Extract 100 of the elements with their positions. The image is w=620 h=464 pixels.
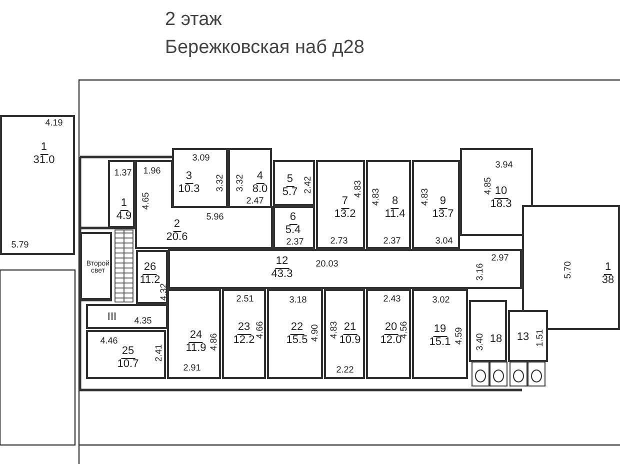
room-area: 11.4: [384, 208, 406, 220]
room-area: 10.3: [178, 182, 200, 194]
room-number: 4: [256, 170, 264, 184]
dimension-label: 4.65: [142, 192, 150, 210]
title: 2 этаж: [165, 10, 222, 29]
dimension-label: 4.46: [100, 336, 118, 346]
room: [86, 330, 166, 379]
room-number: 12: [274, 256, 290, 268]
room-number: 23: [236, 322, 252, 334]
dimension-label: 4.32: [160, 283, 168, 301]
dimension-label: 4.90: [310, 324, 320, 342]
address-label: Бережковская наб д28: [165, 38, 364, 57]
room: [135, 160, 273, 249]
room: [222, 289, 266, 379]
room-area: 10.9: [339, 334, 361, 346]
dimension-label: 4.59: [454, 327, 464, 345]
room-area: 20.6: [166, 230, 188, 242]
dimension-label: 2.41: [154, 344, 164, 362]
dimension-label: 3.40: [476, 333, 484, 351]
room-area: 12.0: [380, 334, 402, 346]
room-number: 19: [432, 324, 448, 336]
room-number: 9: [438, 196, 448, 208]
dimension-label: 4.83: [420, 188, 430, 206]
dimension-label: 3.32: [236, 174, 244, 192]
room-number: 22: [290, 322, 304, 334]
room: [267, 289, 323, 379]
dimension-label: 4.86: [210, 333, 218, 351]
room-number: 6: [288, 212, 298, 224]
room-area: 10.7: [117, 358, 139, 370]
dimension-label: 2.47: [246, 196, 264, 206]
room-area: 12.2: [233, 334, 255, 346]
room: [324, 289, 365, 379]
room: [273, 206, 315, 249]
dimension-label: 2.97: [491, 254, 509, 262]
room-number: 10: [494, 186, 508, 198]
dimension-label: 2.22: [336, 366, 354, 374]
room-number: 3: [184, 170, 194, 184]
room-number: 1: [40, 142, 48, 154]
room: [508, 310, 548, 362]
room-area: 15.1: [429, 336, 451, 348]
dimension-label: 4.83: [330, 321, 338, 339]
room: [469, 300, 507, 362]
dimension-label: 4.19: [45, 118, 63, 128]
dimension-label: 5.70: [564, 261, 572, 279]
dimension-label: 2.51: [236, 294, 254, 304]
dimension-label: 4.35: [134, 316, 152, 326]
room: [167, 289, 221, 379]
dimension-label: 4.56: [400, 321, 408, 339]
room-number: 7: [340, 196, 350, 208]
corridor: [168, 249, 522, 289]
room-number: 18: [490, 333, 502, 346]
room-area: 43.3: [271, 268, 293, 280]
room: [273, 160, 315, 206]
room-area: 13.7: [432, 208, 454, 220]
dimension-label: 20.03: [316, 260, 338, 268]
dimension-label: 2.43: [383, 294, 401, 304]
room: [172, 148, 228, 208]
room: [460, 148, 533, 236]
stairwell: [522, 205, 620, 330]
room: [136, 250, 168, 304]
room-number: 13: [516, 331, 530, 344]
room: [108, 160, 135, 228]
dimension-label: 5.79: [11, 240, 29, 250]
room-number: III: [107, 311, 117, 324]
dimension-label: 1.51: [536, 329, 544, 347]
room-area: 5.4: [285, 224, 301, 236]
dimension-label: 2.91: [183, 364, 201, 372]
room-area: 11.2: [140, 274, 160, 286]
room-area: 5.7: [282, 186, 298, 198]
dimension-label: 5.96: [206, 212, 224, 222]
room-number: 1: [604, 262, 612, 274]
room-area: 38: [602, 274, 614, 286]
room: [412, 160, 460, 249]
dimension-label: 3.18: [289, 296, 307, 304]
room-number: 26: [142, 262, 158, 274]
room-area: 4.9: [116, 210, 132, 222]
dimension-label: 2.37: [286, 238, 304, 246]
room: [316, 160, 365, 249]
room-number: 25: [120, 346, 136, 358]
room: [366, 160, 411, 249]
room: [228, 148, 272, 208]
dimension-label: 4.66: [256, 321, 264, 339]
room-area: 8.0: [252, 182, 268, 194]
room: [86, 304, 168, 329]
room: [366, 289, 411, 379]
dimension-label: 3.02: [432, 296, 450, 304]
room-number: 24: [188, 330, 204, 342]
dimension-label: 3.32: [216, 174, 224, 192]
room-area: 31.0: [33, 154, 55, 166]
dimension-label: 4.83: [354, 180, 362, 198]
room-number: 20: [384, 322, 398, 334]
dimension-label: 2.42: [304, 176, 312, 194]
dimension-label: 3.09: [192, 154, 210, 162]
dimension-label: 1.96: [143, 166, 161, 176]
room-number: 21: [342, 322, 358, 334]
room-number: 5: [286, 174, 294, 186]
room-number: 8: [390, 196, 400, 208]
dimension-label: 1.37: [114, 168, 132, 178]
room: [412, 289, 468, 379]
room: [80, 232, 112, 300]
